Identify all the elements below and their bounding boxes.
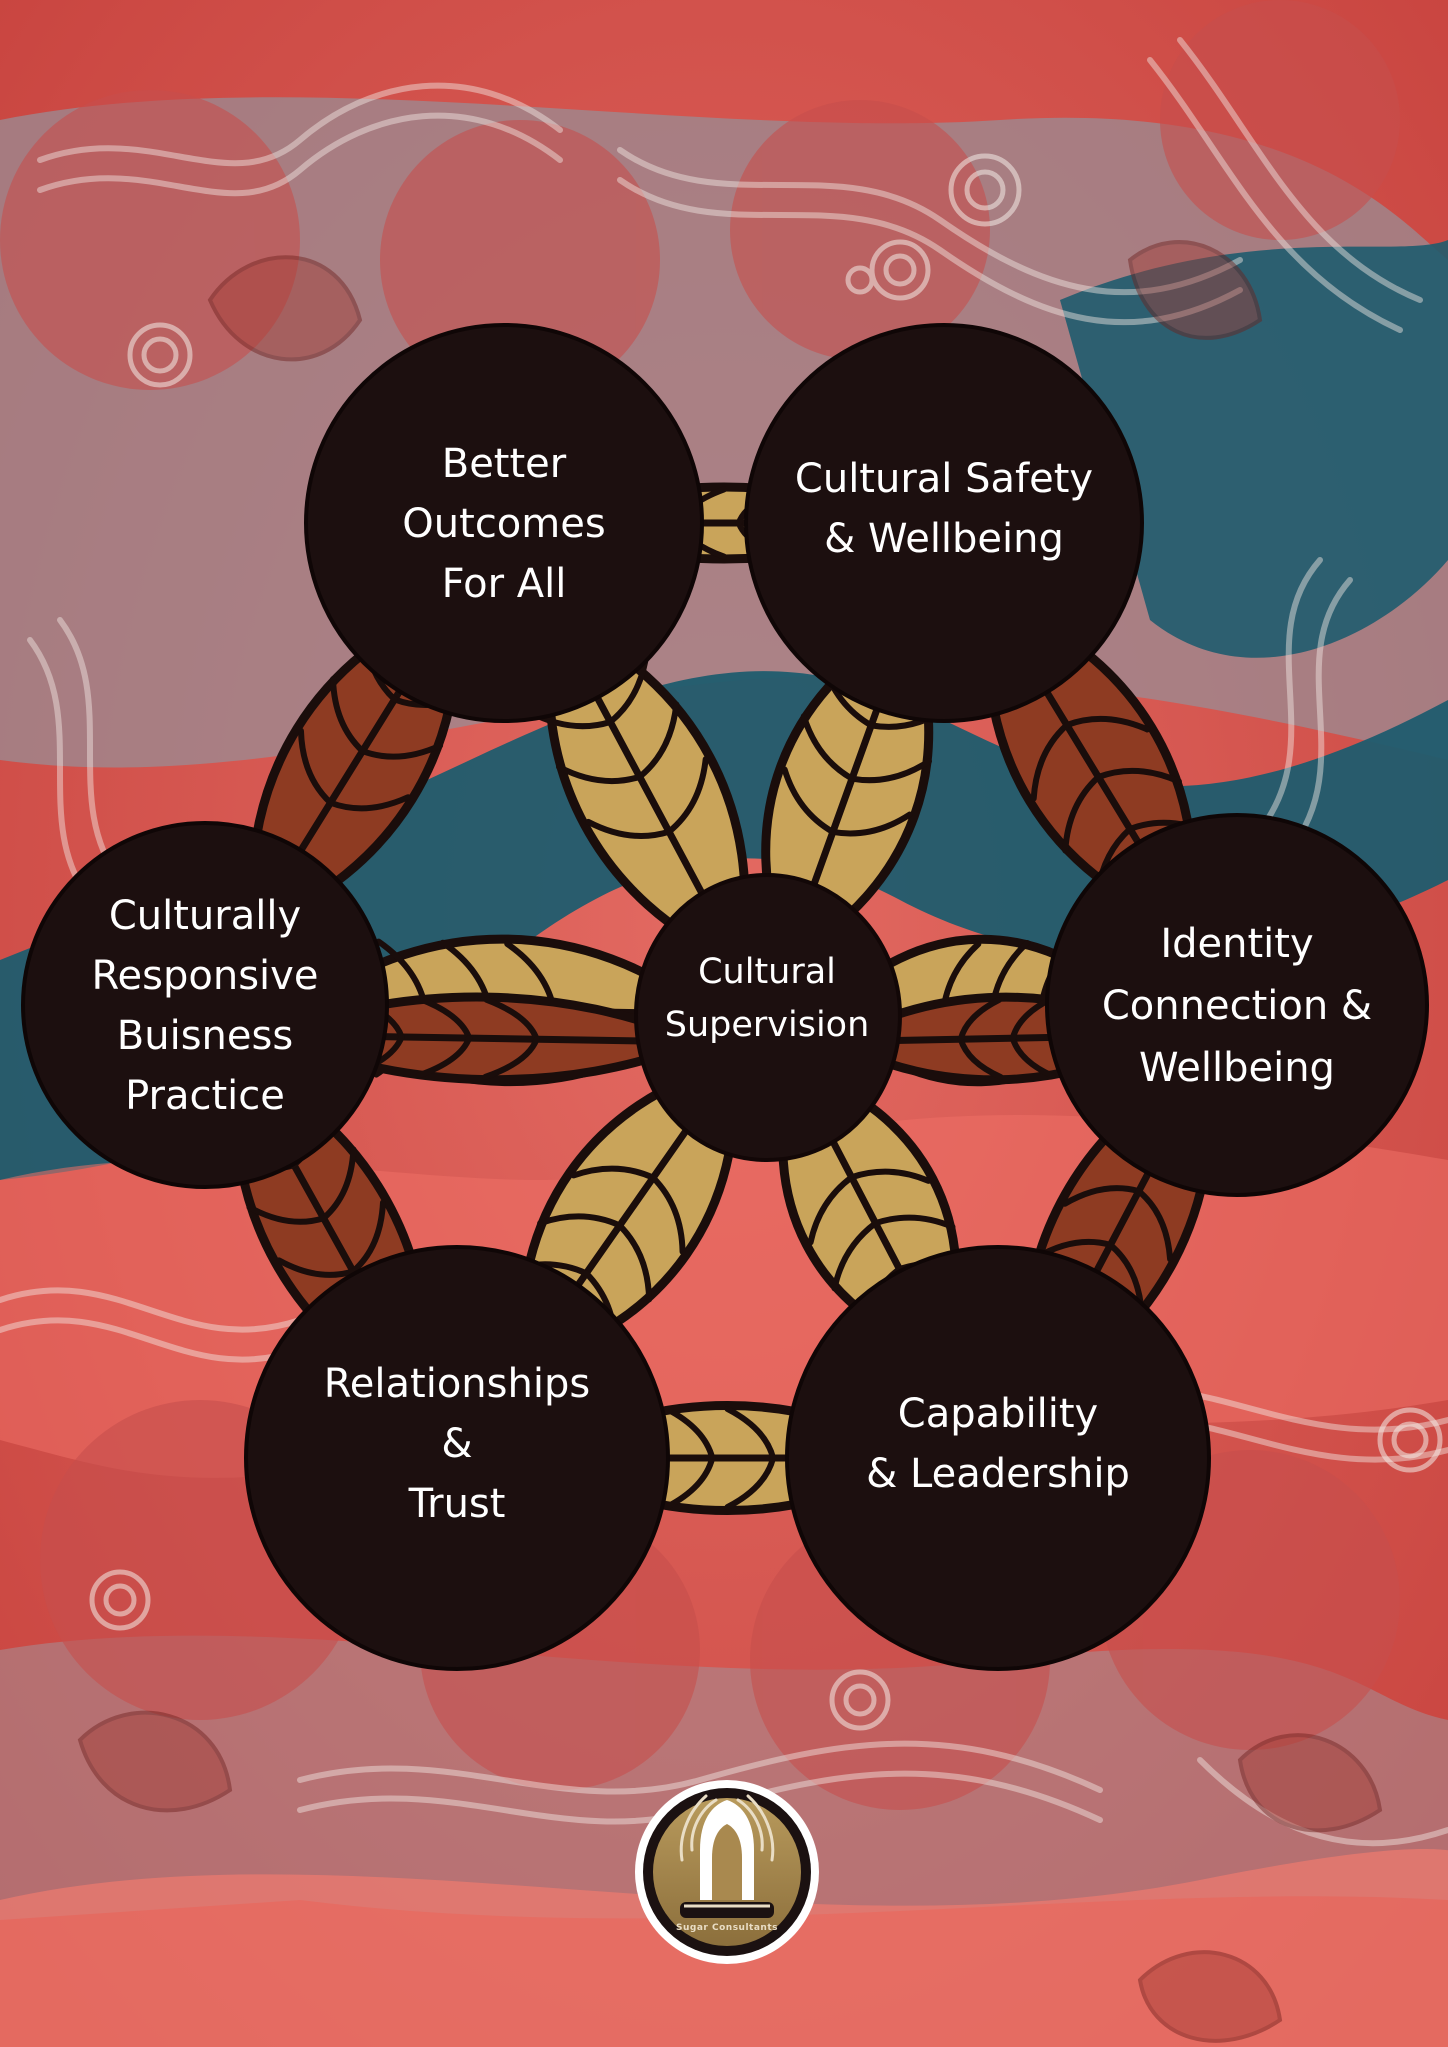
logo-caption: Sugar Consultants — [676, 1923, 778, 1933]
node-circle-cultural-safety — [744, 323, 1144, 723]
node-relationships-trust: Relationships & Trust — [244, 1245, 670, 1671]
node-label-cultural-safety-line-1: Cultural Safety — [795, 456, 1093, 502]
node-label-better-outcomes-line-3: For All — [442, 561, 567, 607]
center-hub-label-line-2: Supervision — [665, 1005, 870, 1045]
node-label-culturally-responsive-line-2: Responsive — [92, 953, 319, 999]
node-label-identity-connection-line-1: Identity — [1160, 921, 1313, 967]
node-label-better-outcomes-line-2: Outcomes — [402, 501, 605, 547]
center-hub: Cultural Supervision — [633, 872, 903, 1163]
node-label-identity-connection-line-3: Wellbeing — [1139, 1045, 1335, 1091]
center-hub-shape — [633, 872, 903, 1163]
node-label-capability-leadership-line-1: Capability — [898, 1391, 1098, 1437]
node-circle-better-outcomes — [304, 323, 704, 723]
tree-arch-logo-icon — [679, 1794, 775, 1918]
node-cultural-safety: Cultural Safety & Wellbeing — [744, 323, 1144, 723]
node-label-identity-connection-line-2: Connection & — [1102, 983, 1372, 1029]
node-label-relationships-trust-line-3: Trust — [408, 1481, 506, 1527]
node-label-culturally-responsive-line-1: Culturally — [109, 893, 301, 939]
node-label-culturally-responsive-line-3: Buisness — [117, 1013, 293, 1059]
node-circle-culturally-responsive — [21, 821, 389, 1189]
center-hub-label-line-1: Cultural — [698, 952, 836, 992]
node-label-culturally-responsive-line-4: Practice — [125, 1073, 285, 1119]
node-label-capability-leadership-line-2: & Leadership — [866, 1451, 1130, 1497]
node-label-relationships-trust-line-2: & — [441, 1421, 472, 1467]
node-label-relationships-trust-line-1: Relationships — [324, 1361, 590, 1407]
node-circle-relationships-trust — [244, 1245, 670, 1671]
node-label-better-outcomes-line-1: Better — [442, 441, 567, 487]
node-capability-leadership: Capability & Leadership — [785, 1245, 1211, 1671]
node-label-cultural-safety-line-2: & Wellbeing — [824, 516, 1064, 562]
sugar-consultants-logo: Sugar Consultants — [635, 1780, 819, 1964]
node-circle-identity-connection — [1045, 813, 1429, 1197]
node-circle-capability-leadership — [785, 1245, 1211, 1671]
